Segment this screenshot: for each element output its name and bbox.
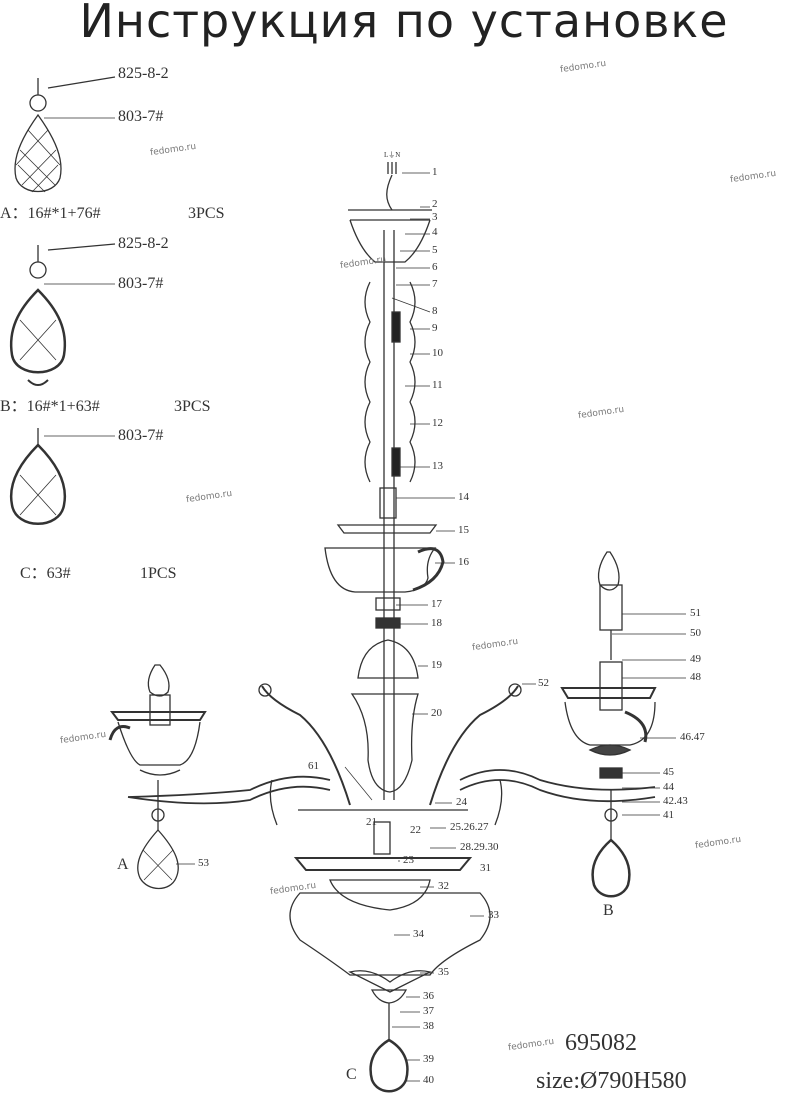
position-letter-a: A (117, 856, 129, 873)
pendant-c-qty: 1PCS (140, 565, 177, 582)
part-number: 38 (423, 1020, 434, 1032)
part-number: 16 (458, 556, 469, 568)
part-number: 42.43 (663, 795, 688, 807)
pendant-b-label: B：16#*1+63# (0, 398, 100, 415)
wiring-label: L⏚N (384, 151, 401, 159)
position-letter-c: C (346, 1066, 357, 1083)
part-number: 14 (458, 491, 469, 503)
part-number: 48 (690, 671, 701, 683)
part-number: 39 (423, 1053, 434, 1065)
page-title: Инструкция по установке (79, 0, 729, 48)
part-number: 51 (690, 607, 701, 619)
part-number: 6 (432, 261, 438, 273)
pendant-a-drawing (14, 76, 116, 193)
part-number: 34 (413, 928, 424, 940)
arms-drawing (127, 683, 656, 826)
part-number: 12 (432, 417, 443, 429)
part-number: 4 (432, 226, 438, 238)
pendant-a-part-2: 803-7# (118, 108, 164, 125)
pendant-c-label: C：63# (20, 565, 71, 582)
part-number: 25.26.27 (450, 821, 489, 833)
part-number: 53 (198, 857, 209, 869)
part-number: 52 (538, 677, 549, 689)
pendant-b-part-1: 825-8-2 (118, 235, 169, 252)
part-number: 45 (663, 766, 674, 778)
part-number: 8 (432, 305, 438, 317)
part-number: 7 (432, 278, 438, 290)
part-number: 32 (438, 880, 449, 892)
part-number: 21 (366, 816, 377, 828)
pendant-b-qty: 3PCS (174, 398, 211, 415)
pendant-a-label: A：16#*1+76# (0, 205, 101, 222)
part-number: 33 (488, 909, 499, 921)
part-number: 9 (432, 322, 438, 334)
part-number: 37 (423, 1005, 434, 1017)
part-number: 49 (690, 653, 701, 665)
model-number: 695082 (565, 1030, 637, 1056)
part-number: 10 (432, 347, 443, 359)
part-number: 36 (423, 990, 434, 1002)
right-candle-cup-drawing (560, 551, 657, 898)
part-number: 2 (432, 198, 438, 210)
part-number: 15 (458, 524, 469, 536)
part-number: 19 (431, 659, 442, 671)
part-number: 22 (410, 824, 421, 836)
part-number: 1 (432, 166, 438, 178)
part-number: 18 (431, 617, 442, 629)
pendant-b-drawing (9, 243, 116, 386)
part-number: 5 (432, 244, 438, 256)
position-letter-b: B (603, 902, 614, 919)
leader-lines (176, 172, 686, 1082)
pendant-a-qty: 3PCS (188, 205, 225, 222)
part-number: 13 (432, 460, 443, 472)
part-number: 17 (431, 598, 442, 610)
part-number: 20 (431, 707, 442, 719)
part-number: 44 (663, 781, 674, 793)
pendant-a-part-1: 825-8-2 (118, 65, 169, 82)
part-number: 35 (438, 966, 449, 978)
part-number: 50 (690, 627, 701, 639)
part-number: 3 (432, 211, 438, 223)
part-number: 28.29.30 (460, 841, 499, 853)
pendant-c-drawing (9, 428, 115, 525)
pendant-c-part-2: 803-7# (118, 427, 164, 444)
central-column-drawing (289, 162, 491, 1093)
part-number: 40 (423, 1074, 434, 1086)
part-number: 41 (663, 809, 674, 821)
part-number: 11 (432, 379, 443, 391)
pendant-b-part-2: 803-7# (118, 275, 164, 292)
size-spec: size:Ø790H580 (536, 1068, 687, 1094)
left-candle-cup-drawing (108, 664, 207, 890)
part-number: 23 (403, 854, 414, 866)
part-number: 24 (456, 796, 467, 808)
part-number: 46.47 (680, 731, 705, 743)
part-number: 61 (308, 760, 319, 772)
part-number: 31 (480, 862, 491, 874)
